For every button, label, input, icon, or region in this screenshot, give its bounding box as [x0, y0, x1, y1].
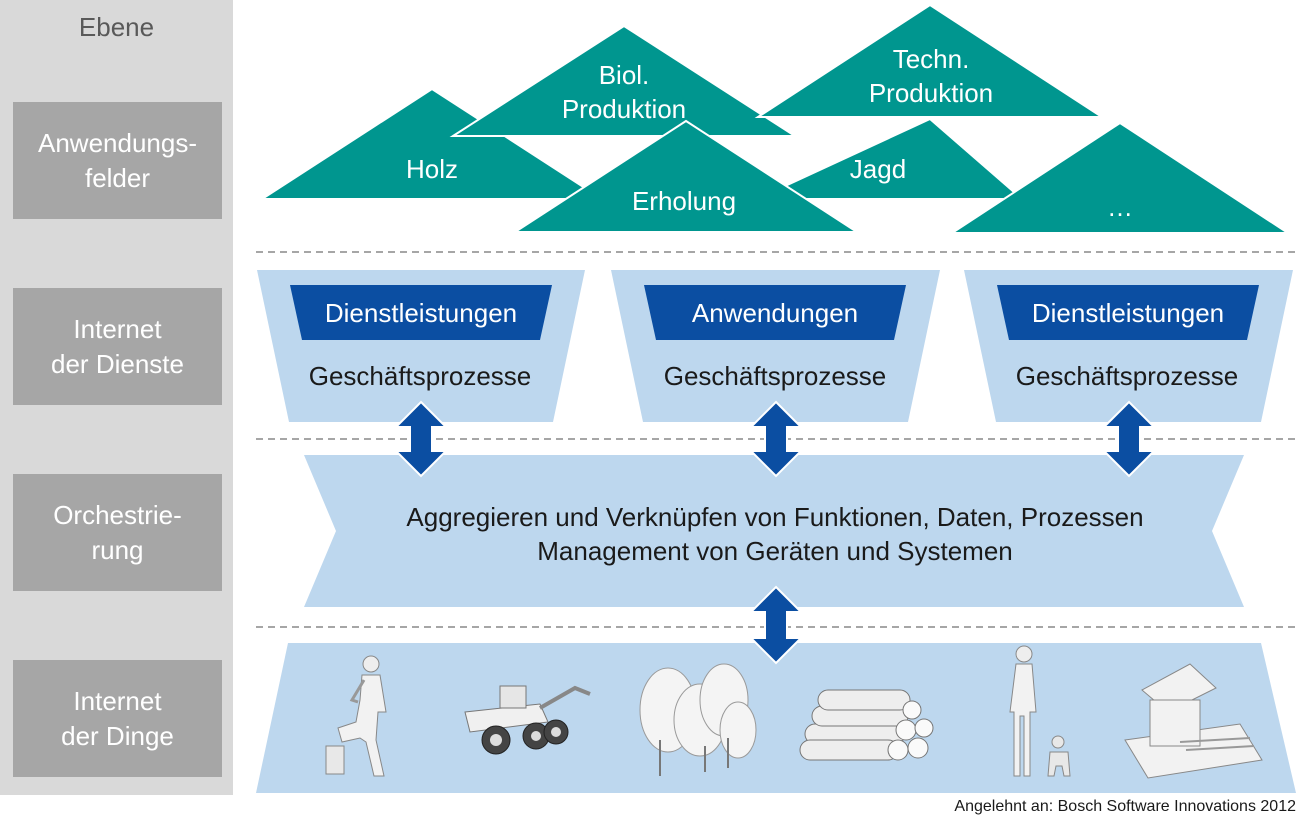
double-arrow-4 [748, 585, 804, 665]
badge-anwendungen [644, 285, 906, 340]
double-arrow-2 [748, 400, 804, 478]
level-orchestration: Orchestrie- rung [13, 474, 222, 591]
field-jagd: Jagd [849, 154, 907, 184]
service-process-1: Geschäftsprozesse [308, 361, 532, 391]
field-holz: Holz [405, 154, 458, 184]
field-techn-produktion: Techn. Produktion [868, 44, 994, 108]
service-badge-2: Anwendungen [691, 298, 859, 328]
service-badge-3: Dienstleistungen [1031, 298, 1225, 328]
orchestration-line-1: Aggregieren und Verknüpfen von Funktione… [406, 502, 1144, 532]
source-note: Angelehnt an: Bosch Software Innovations… [954, 798, 1296, 815]
badge-dienstleistungen-2 [997, 285, 1259, 340]
triangle-holz [258, 87, 606, 200]
level-application-fields: Anwendungs- felder [13, 102, 222, 219]
level-internet-of-services: Internet der Dienste [13, 288, 222, 405]
trees-icon [639, 663, 757, 776]
triangle-jagd [756, 117, 1025, 200]
forest-harvester-icon [464, 685, 591, 755]
person-with-dog-icon [1009, 645, 1071, 777]
level-internet-of-things: Internet der Dinge [13, 660, 222, 777]
orchestration-line-2: Management von Geräten und Systemen [537, 536, 1013, 566]
orchestration-band [304, 455, 1244, 607]
sawmill-icon [1124, 663, 1263, 779]
log-pile-icon [799, 689, 934, 761]
service-process-2: Geschäftsprozesse [663, 361, 887, 391]
triangle-techn-produktion [754, 3, 1106, 118]
double-arrow-1 [393, 400, 449, 478]
field-biol-produktion: Biol. Produktion [561, 60, 687, 124]
field-erholung: Erholung [631, 186, 737, 216]
badge-dienstleistungen-1 [290, 285, 552, 340]
level-header: Ebene [78, 12, 155, 42]
triangle-erholung [511, 119, 861, 233]
hiker-figure-icon [325, 655, 387, 777]
service-badge-1: Dienstleistungen [324, 298, 518, 328]
field-more: … [1107, 192, 1133, 222]
things-band [256, 643, 1296, 793]
double-arrow-3 [1101, 400, 1157, 478]
service-process-3: Geschäftsprozesse [1015, 361, 1239, 391]
triangle-biol-produktion [449, 24, 799, 137]
triangle-more [948, 121, 1292, 234]
